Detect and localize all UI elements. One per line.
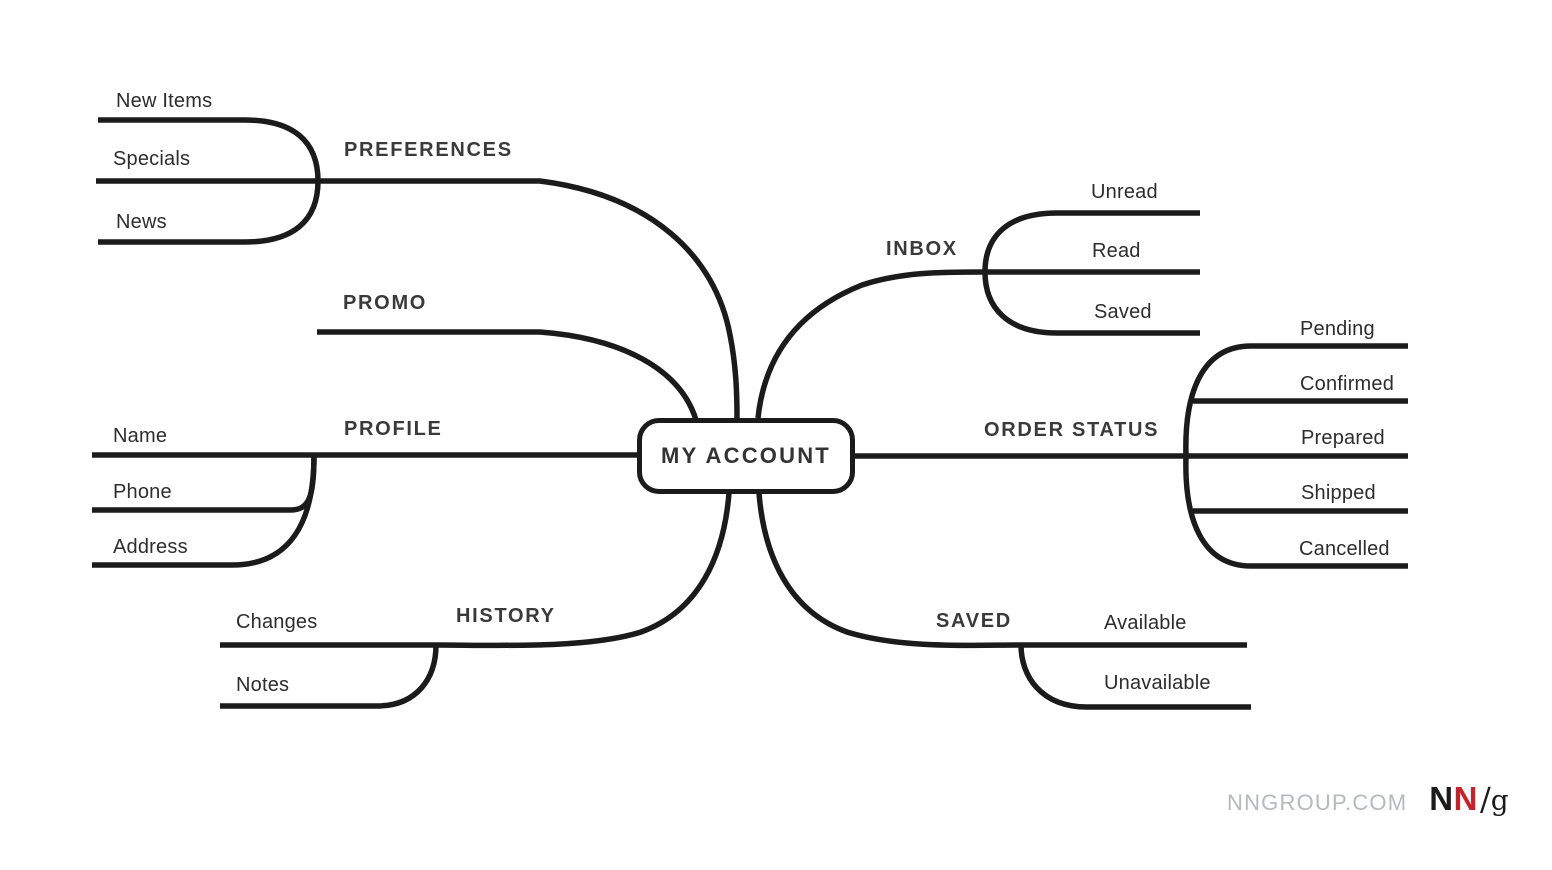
child-label-changes: Changes xyxy=(236,611,318,633)
address-line xyxy=(92,454,317,568)
pending-line xyxy=(1183,343,1408,457)
child-label-available: Available xyxy=(1104,612,1187,634)
child-label-name: Name xyxy=(113,425,168,447)
branch-label-inbox: INBOX xyxy=(886,238,958,260)
branch-label-promo: PROMO xyxy=(343,292,428,314)
child-label-confirmed: Confirmed xyxy=(1300,373,1395,395)
branch-label-preferences: PREFERENCES xyxy=(344,139,513,161)
inbox-branch-line xyxy=(755,269,1200,419)
child-label-read: Read xyxy=(1092,240,1141,262)
history-branch-line xyxy=(220,492,732,649)
cancelled-line xyxy=(1183,455,1408,569)
center-node-my-account: MY ACCOUNT xyxy=(637,418,855,494)
footer-attribution: NNGROUP.COM N N / g xyxy=(1227,780,1509,818)
news-line xyxy=(98,180,321,245)
branch-label-saved: SAVED xyxy=(936,610,1012,632)
center-node-label: MY ACCOUNT xyxy=(661,443,831,468)
nngroup-website-text: NNGROUP.COM xyxy=(1227,790,1408,815)
unread-line xyxy=(982,210,1200,273)
new-items-line xyxy=(98,117,321,182)
nng-logo-n-black: N xyxy=(1429,780,1454,817)
nng-logo-slash: / xyxy=(1479,780,1491,818)
unavailable-line xyxy=(1018,644,1251,710)
child-label-unavailable: Unavailable xyxy=(1104,672,1211,694)
child-label-prepared: Prepared xyxy=(1301,427,1385,449)
child-label-address: Address xyxy=(113,536,188,558)
promo-branch-line xyxy=(317,329,699,421)
preferences-branch-line xyxy=(96,178,740,419)
nng-logo-n-red: N xyxy=(1453,780,1478,817)
child-label-phone: Phone xyxy=(113,481,172,503)
child-label-inbox-saved: Saved xyxy=(1094,301,1152,323)
nng-logo: N N / g xyxy=(1429,780,1508,818)
branch-label-history: HISTORY xyxy=(456,605,556,627)
saved-branch-line xyxy=(756,492,1247,649)
branch-label-profile: PROFILE xyxy=(344,418,443,440)
notes-line xyxy=(220,644,439,709)
child-label-unread: Unread xyxy=(1091,181,1158,203)
child-label-shipped: Shipped xyxy=(1301,482,1376,504)
inbox-saved-line xyxy=(982,271,1200,336)
child-label-new-items: New Items xyxy=(116,90,213,112)
child-label-notes: Notes xyxy=(236,674,290,696)
child-label-cancelled: Cancelled xyxy=(1299,538,1390,560)
child-label-specials: Specials xyxy=(113,148,191,170)
child-label-pending: Pending xyxy=(1300,318,1375,340)
child-label-news: News xyxy=(116,211,167,233)
nng-logo-g: g xyxy=(1490,784,1509,817)
branch-label-order-status: ORDER STATUS xyxy=(984,419,1160,441)
